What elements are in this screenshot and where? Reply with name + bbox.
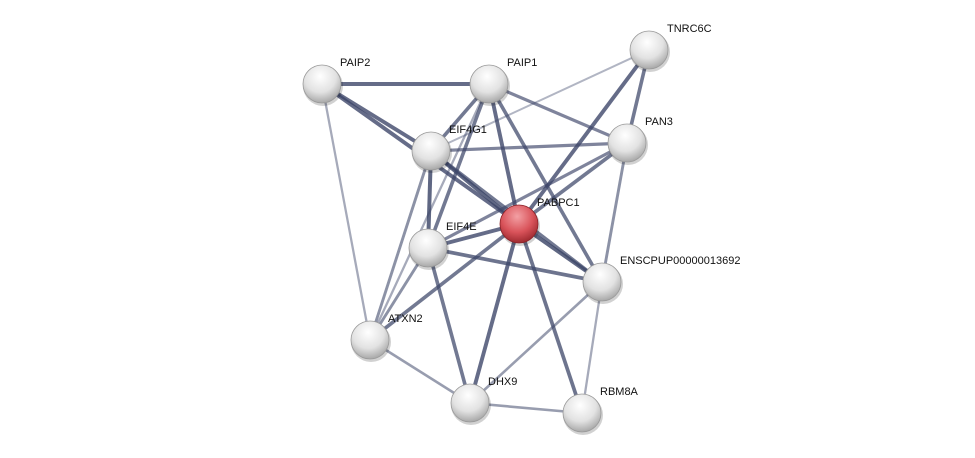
edge-tnrc6c-eif4g1[interactable] (430, 49, 650, 152)
node-atxn2[interactable]: ATXN2 (350, 313, 423, 362)
node-label: PAN3 (645, 116, 673, 128)
edge-paip1-pabpc1[interactable] (487, 83, 521, 225)
edge-tnrc6c-pabpc1[interactable] (517, 48, 651, 226)
node-dhx9[interactable]: DHX9 (450, 376, 517, 425)
edge-enscpup00000013692-dhx9[interactable] (469, 281, 603, 404)
edge-paip1-eif4e[interactable] (426, 83, 491, 249)
node-sphere[interactable] (562, 393, 602, 433)
node-sphere[interactable] (350, 320, 390, 360)
edge-pan3-eif4e[interactable] (427, 141, 628, 250)
edge-pan3-enscpup00000013692[interactable] (600, 142, 629, 283)
edge-paip1-pan3[interactable] (488, 82, 628, 145)
node-label: ATXN2 (388, 313, 423, 325)
node-label: DHX9 (488, 376, 517, 388)
node-label: RBM8A (600, 386, 639, 398)
node-paip1[interactable]: PAIP1 (469, 57, 537, 106)
node-sphere[interactable] (607, 123, 647, 163)
edge-pabpc1-rbm8a[interactable] (517, 223, 584, 414)
node-sphere[interactable] (582, 262, 622, 302)
edge-eif4e-enscpup00000013692[interactable] (427, 246, 603, 284)
node-sphere[interactable] (499, 204, 539, 244)
edge-enscpup00000013692-rbm8a[interactable] (580, 281, 604, 414)
node-rbm8a[interactable]: RBM8A (562, 386, 639, 435)
node-label: PAIP1 (507, 57, 537, 69)
edge-pan3-pabpc1[interactable] (517, 141, 629, 226)
node-sphere[interactable] (469, 64, 509, 104)
edge-atxn2-dhx9[interactable] (369, 338, 471, 405)
node-tnrc6c[interactable]: TNRC6C (629, 23, 712, 72)
node-label: EIF4G1 (449, 124, 487, 136)
node-pan3[interactable]: PAN3 (607, 116, 673, 165)
node-enscpup00000013692[interactable]: ENSCPUP00000013692 (582, 255, 740, 304)
edge-paip2-atxn2[interactable] (320, 83, 372, 341)
node-label: TNRC6C (667, 23, 712, 35)
node-label: ENSCPUP00000013692 (620, 255, 740, 267)
node-label: PAIP2 (340, 57, 370, 69)
edge-eif4e-dhx9[interactable] (426, 247, 472, 404)
node-sphere[interactable] (450, 383, 490, 423)
node-sphere[interactable] (302, 64, 342, 104)
node-label: EIF4E (446, 221, 477, 233)
node-pabpc1[interactable]: PABPC1 (499, 197, 580, 246)
edge-eif4g1-atxn2[interactable] (368, 150, 433, 341)
node-sphere[interactable] (629, 30, 669, 70)
edge-pabpc1-atxn2[interactable] (368, 222, 521, 342)
node-paip2[interactable]: PAIP2 (302, 57, 370, 106)
node-label: PABPC1 (537, 197, 580, 209)
edge-pan3-eif4g1[interactable] (430, 141, 628, 153)
node-sphere[interactable] (411, 131, 451, 171)
node-eif4e[interactable]: EIF4E (408, 221, 477, 270)
edge-paip1-enscpup00000013692[interactable] (487, 83, 604, 283)
node-sphere[interactable] (408, 228, 448, 268)
node-eif4g1[interactable]: EIF4G1 (411, 124, 487, 173)
edge-pabpc1-dhx9[interactable] (468, 223, 521, 404)
